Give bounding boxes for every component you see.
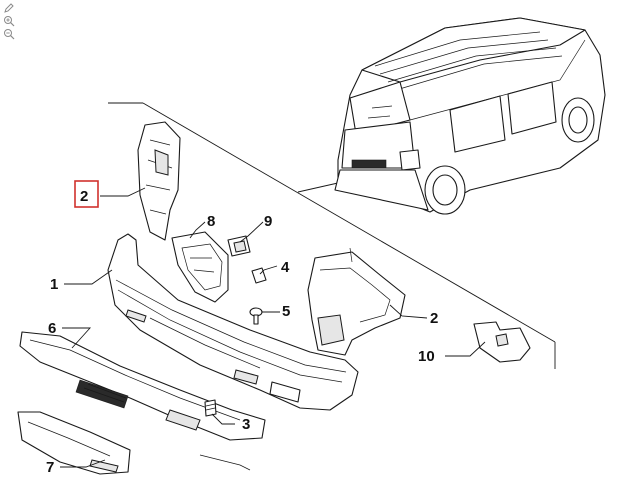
part-5-screw xyxy=(249,307,263,325)
callout-10[interactable]: 10 xyxy=(418,348,435,365)
callout-labels: 2 1 6 7 8 9 4 5 2 10 3 xyxy=(46,188,438,476)
callout-2-right[interactable]: 2 xyxy=(430,310,438,327)
part-6-diffuser xyxy=(19,331,266,441)
viewer-toolbar xyxy=(3,2,17,40)
part-9-clip xyxy=(227,235,251,257)
part-1-bumper-cover xyxy=(107,233,359,411)
callout-2-highlighted[interactable]: 2 xyxy=(80,188,88,205)
pencil-icon[interactable] xyxy=(3,2,15,14)
callout-4[interactable]: 4 xyxy=(281,259,290,276)
callout-1[interactable]: 1 xyxy=(50,276,58,293)
callout-9[interactable]: 9 xyxy=(264,213,272,230)
part-7-lower-trim xyxy=(17,411,251,475)
vehicle-illustration xyxy=(334,17,606,215)
callout-6[interactable]: 6 xyxy=(48,320,56,337)
part-8-left-housing xyxy=(171,231,229,303)
part-10-bracket xyxy=(473,321,531,363)
callout-3[interactable]: 3 xyxy=(242,416,250,433)
zoom-out-icon[interactable] xyxy=(3,28,15,40)
callout-7[interactable]: 7 xyxy=(46,459,54,476)
part-2-right-bracket xyxy=(307,247,406,356)
callout-8[interactable]: 8 xyxy=(207,213,215,230)
part-3-fastener xyxy=(204,399,217,417)
selected-callout-highlight xyxy=(74,180,99,208)
part-2-left-bracket xyxy=(137,121,181,241)
callout-5[interactable]: 5 xyxy=(282,303,290,320)
zoom-in-icon[interactable] xyxy=(3,15,15,27)
leader-lines xyxy=(60,187,486,468)
